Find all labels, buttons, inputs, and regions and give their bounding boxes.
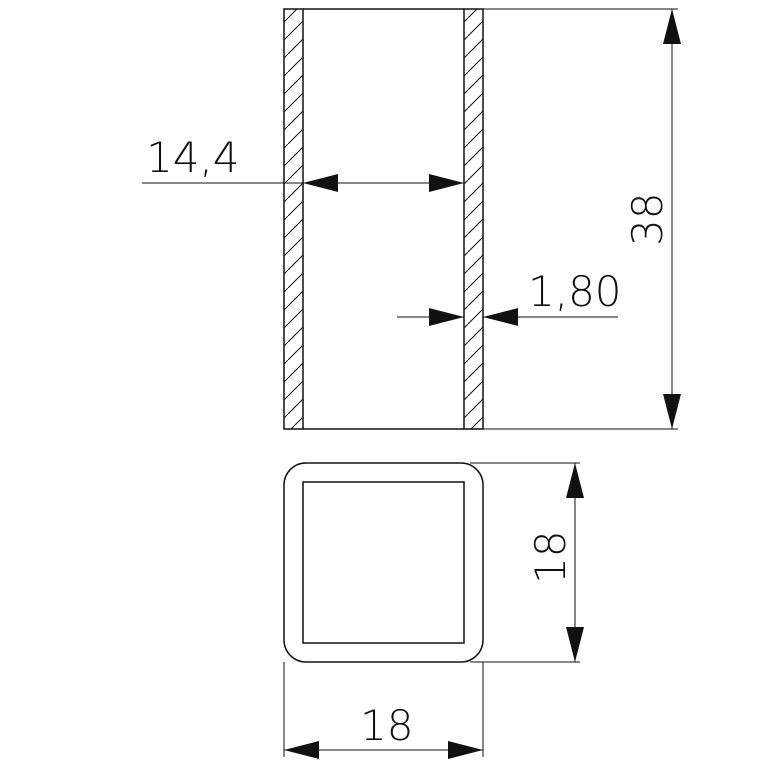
height-label: 38: [623, 193, 672, 246]
arrowhead-width-left: [284, 741, 319, 759]
wall-thickness-dimension: 1,80: [397, 267, 622, 326]
right-wall-hatched: [463, 8, 484, 430]
top-view: [283, 462, 484, 663]
arrowhead-down: [566, 627, 584, 662]
side-view: [283, 8, 484, 430]
arrowhead-left: [303, 174, 338, 192]
inner-width-label: 14,4: [146, 133, 240, 182]
top-view-width-label: 18: [360, 701, 413, 750]
top-view-height-dimension: 18: [470, 462, 584, 663]
arrowhead-right: [429, 174, 464, 192]
arrowhead-up: [566, 463, 584, 498]
height-dimension: 38: [483, 8, 681, 430]
left-wall-hatched: [283, 8, 304, 430]
inner-width-dimension: 14,4: [142, 133, 464, 192]
arrowhead-top: [663, 9, 681, 44]
wall-thickness-label: 1,80: [528, 267, 622, 316]
top-view-width-dimension: 18: [283, 662, 484, 759]
inner-square: [302, 481, 465, 644]
arrowhead-wall-right: [483, 308, 518, 326]
outer-square: [283, 462, 484, 663]
arrowhead-width-right: [448, 741, 483, 759]
top-view-height-label: 18: [526, 531, 575, 584]
arrowhead-bottom: [663, 394, 681, 429]
arrowhead-wall-left: [429, 308, 464, 326]
